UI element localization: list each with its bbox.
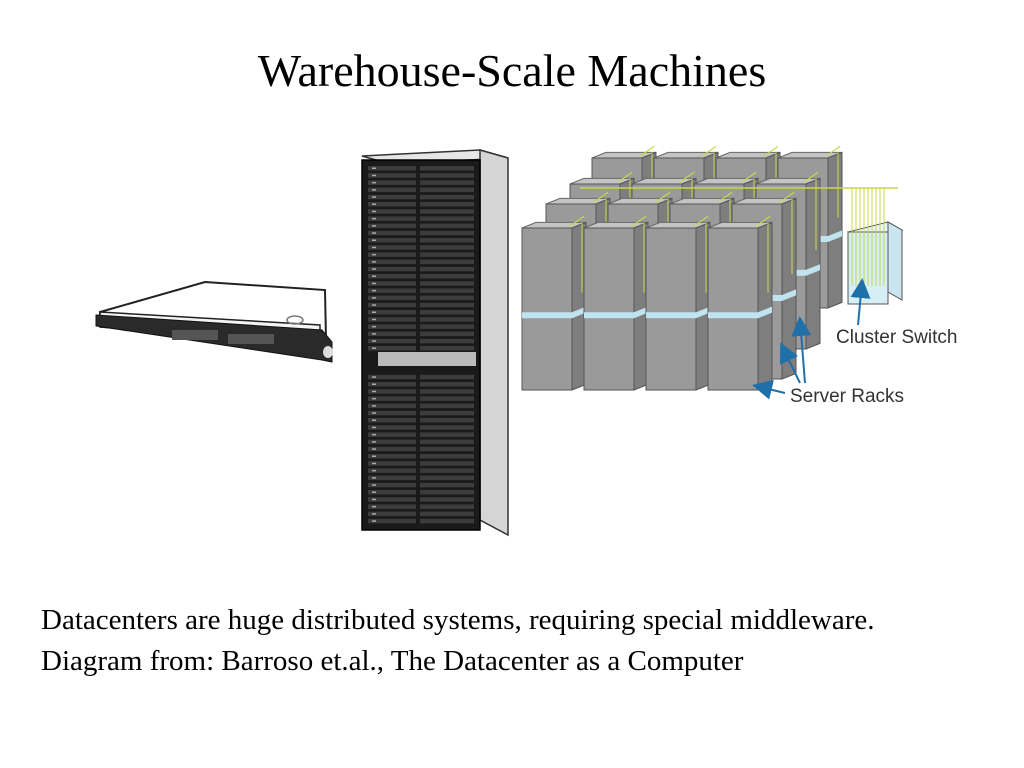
tall-rack-illustration [361, 149, 509, 537]
cluster-switch-arrow [850, 278, 871, 326]
server-racks-illustration [521, 145, 843, 391]
slide-title: Warehouse-Scale Machines [257, 45, 767, 96]
slide-caption: Datacenters are huge distributed systems… [41, 604, 875, 677]
cluster-switch-label: Cluster Switch [836, 327, 957, 348]
server-racks-arrows [752, 316, 812, 400]
rack-server-illustration [95, 280, 333, 363]
datacenter-diagram: Cluster Switch Server Racks [95, 145, 957, 537]
server-racks-label: Server Racks [790, 386, 904, 407]
